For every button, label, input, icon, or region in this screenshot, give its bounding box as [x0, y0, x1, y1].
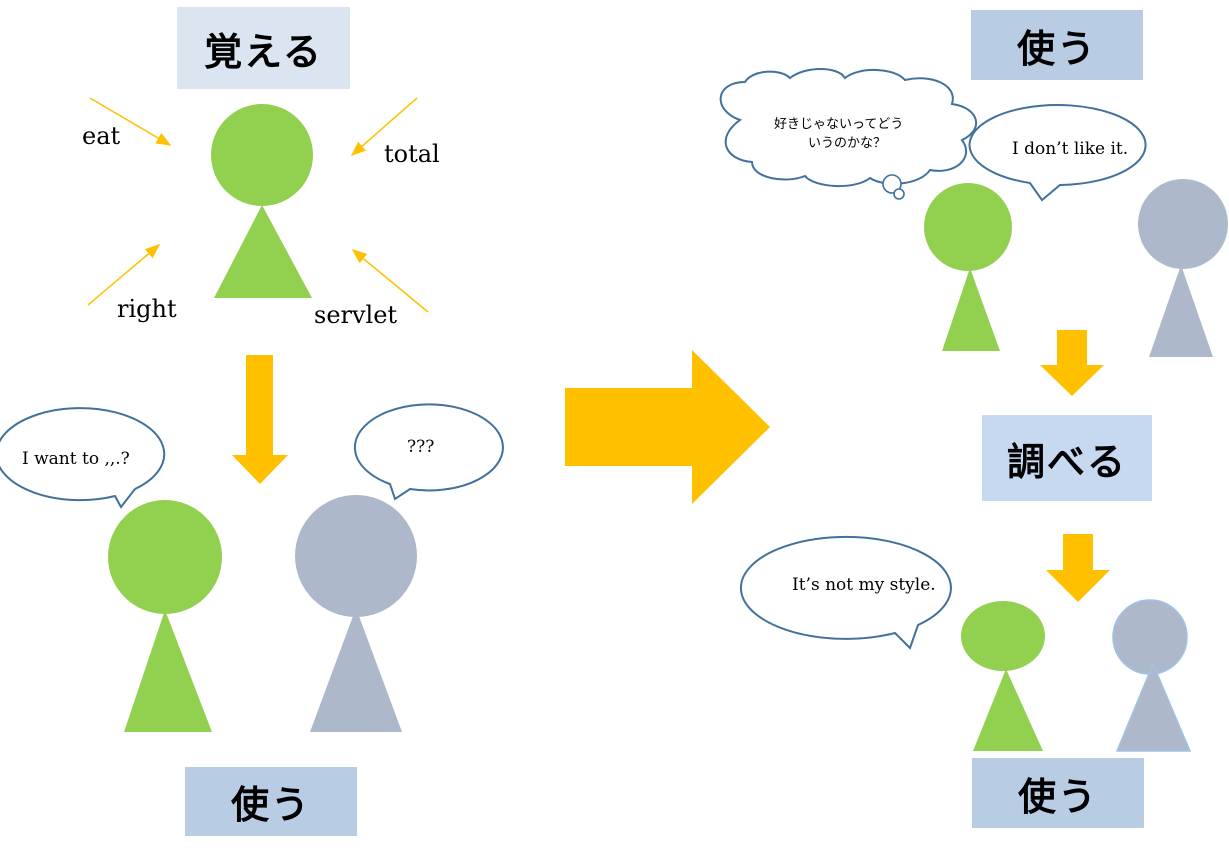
learner-body	[942, 268, 1000, 351]
down-arrow-left	[232, 355, 288, 484]
learner-body	[214, 205, 312, 298]
listener-body	[1115, 662, 1192, 752]
label-research-text: 調べる	[1006, 439, 1127, 484]
down-arrow-right-top	[1040, 330, 1104, 396]
label-use-bottom-right: 使う	[972, 758, 1144, 828]
learner-head	[108, 500, 222, 614]
bubble-text-dont-like: I don’t like it.	[1012, 139, 1128, 159]
speech-bubble-not-my-style	[739, 535, 952, 650]
learner-figure-bottom	[108, 500, 222, 732]
listener-figure-right-top	[1138, 179, 1228, 357]
bubble-text-confused: ???	[407, 437, 434, 457]
listener-head	[1138, 179, 1228, 269]
learner-figure-right-top	[924, 183, 1012, 351]
speech-bubble-dont-like	[968, 104, 1147, 202]
learner-head	[961, 601, 1045, 671]
label-memorize-text: 覚える	[204, 29, 323, 74]
arrow-servlet	[351, 249, 429, 313]
thought-dot-small	[893, 188, 905, 200]
label-use-top-right: 使う	[971, 10, 1143, 80]
word-total: total	[384, 140, 440, 168]
label-use-bottom-left: 使う	[185, 767, 357, 836]
big-right-arrow	[565, 350, 770, 504]
label-use-bottom-left-text: 使う	[230, 783, 311, 827]
speech-bubble-confused	[354, 403, 504, 501]
learner-figure-top	[211, 104, 313, 298]
bubble-text-want-to: I want to ,,.?	[22, 449, 130, 469]
thought-dot-large	[882, 174, 902, 194]
down-arrow-right-bottom	[1046, 534, 1110, 602]
bubble-text-not-my-style: It’s not my style.	[792, 575, 936, 595]
label-use-top-right-text: 使う	[1016, 26, 1097, 71]
learner-head	[924, 183, 1012, 271]
word-right: right	[117, 295, 177, 323]
listener-figure-bottom	[295, 495, 417, 732]
thought-cloud	[719, 68, 978, 188]
learner-body	[973, 669, 1043, 751]
listener-figure-right-bottom	[1112, 599, 1192, 752]
word-servlet: servlet	[314, 301, 397, 329]
arrow-right	[87, 244, 161, 306]
listener-body	[1149, 265, 1213, 357]
word-eat: eat	[82, 122, 121, 150]
learner-head	[211, 104, 313, 206]
arrow-eat	[89, 97, 172, 146]
learner-figure-right-bottom	[961, 601, 1045, 751]
label-memorize: 覚える	[177, 7, 350, 89]
arrow-total	[350, 97, 418, 156]
thought-text-line2: いうのかな？	[808, 136, 886, 151]
listener-head	[295, 495, 417, 617]
speech-bubble-want-to	[0, 407, 166, 509]
label-use-bottom-right-text: 使う	[1017, 774, 1098, 819]
listener-body	[310, 608, 402, 732]
listener-head	[1112, 599, 1188, 675]
thought-text-line1: 好きじゃないってどう	[774, 117, 903, 132]
learner-body	[124, 610, 212, 732]
label-research: 調べる	[982, 415, 1152, 501]
